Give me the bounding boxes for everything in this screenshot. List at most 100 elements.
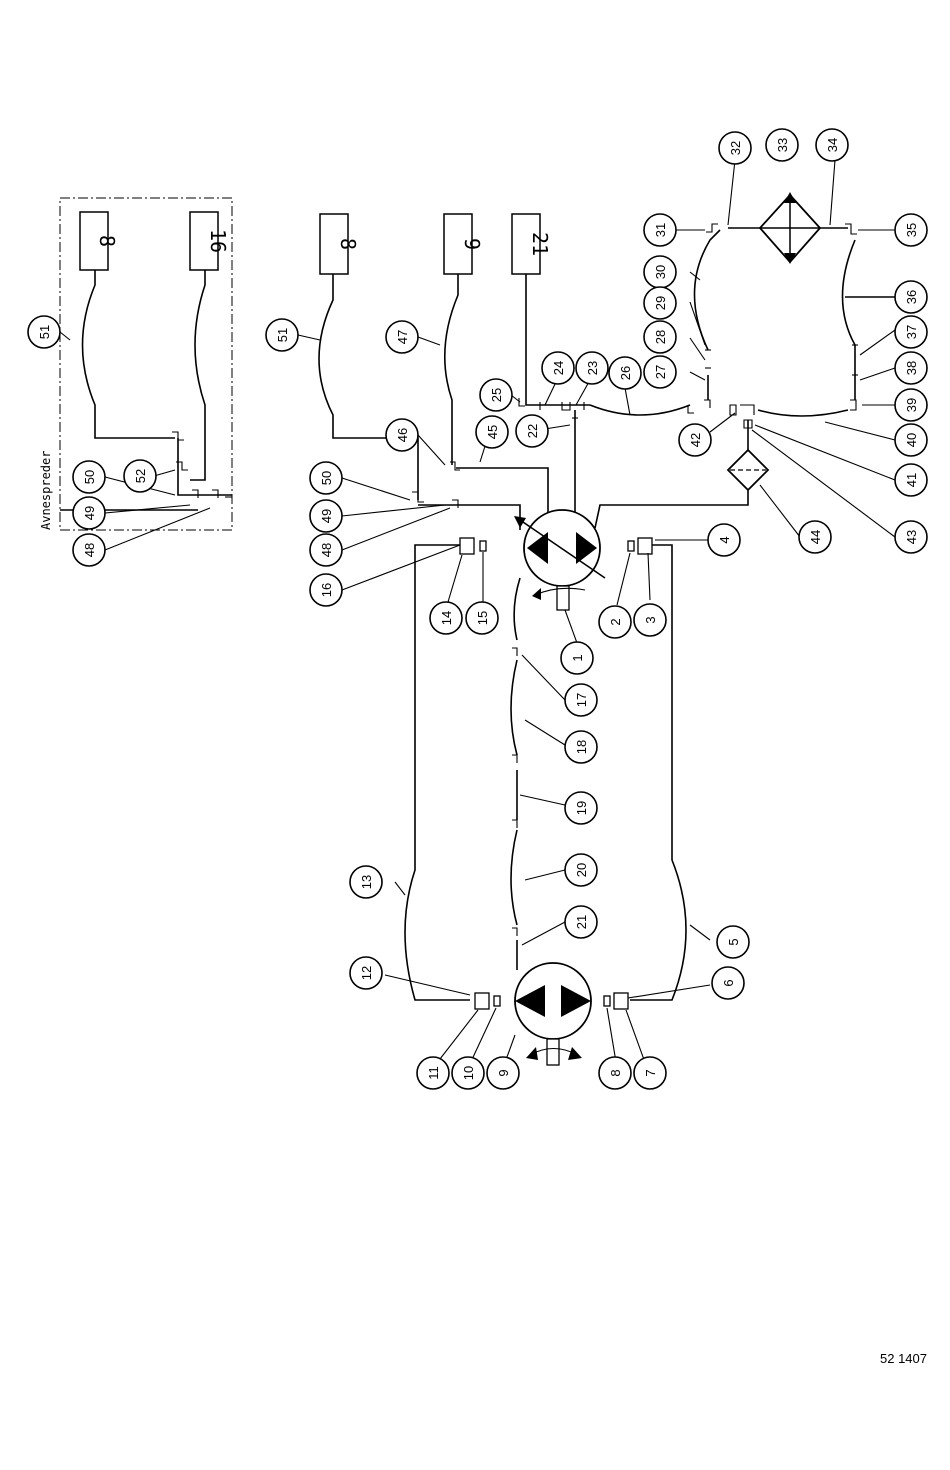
svg-text:34: 34 <box>825 138 840 152</box>
callout-37: 37 <box>895 316 927 348</box>
filter <box>728 450 768 490</box>
callout-24: 24 <box>542 352 574 384</box>
svg-text:1: 1 <box>570 654 585 661</box>
svg-text:48: 48 <box>319 543 334 557</box>
callout-7: 7 <box>634 1057 666 1089</box>
svg-text:40: 40 <box>904 433 919 447</box>
svg-text:5: 5 <box>726 938 741 945</box>
callout-17: 17 <box>565 684 597 716</box>
callout-inset-48: 48 <box>73 534 105 566</box>
svg-text:33: 33 <box>775 138 790 152</box>
svg-text:10: 10 <box>461 1066 476 1080</box>
callout-32: 32 <box>719 132 751 164</box>
svg-text:26: 26 <box>618 366 633 380</box>
svg-text:35: 35 <box>904 223 919 237</box>
callout-26: 26 <box>609 357 641 389</box>
svg-text:52: 52 <box>133 469 148 483</box>
callout-8: 8 <box>599 1057 631 1089</box>
callout-4: 4 <box>708 524 740 556</box>
svg-text:20: 20 <box>574 863 589 877</box>
callout-9: 9 <box>487 1057 519 1089</box>
svg-text:8: 8 <box>336 238 360 250</box>
callout-25: 25 <box>480 379 512 411</box>
callout-10: 10 <box>452 1057 484 1089</box>
svg-text:3: 3 <box>643 616 658 623</box>
svg-text:49: 49 <box>82 506 97 520</box>
pump-variable <box>514 510 605 610</box>
callout-19: 19 <box>565 792 597 824</box>
svg-text:19: 19 <box>574 801 589 815</box>
svg-text:45: 45 <box>485 425 500 439</box>
callout-31: 31 <box>644 214 676 246</box>
svg-text:51: 51 <box>275 328 290 342</box>
callout-30: 30 <box>644 256 676 288</box>
svg-text:47: 47 <box>395 330 410 344</box>
svg-text:25: 25 <box>489 388 504 402</box>
callout-inset-51: 51 <box>28 316 60 348</box>
svg-text:41: 41 <box>904 473 919 487</box>
svg-text:46: 46 <box>395 428 410 442</box>
svg-text:32: 32 <box>728 141 743 155</box>
svg-text:27: 27 <box>653 365 668 379</box>
main-box-9: 9 <box>444 214 484 274</box>
svg-text:43: 43 <box>904 530 919 544</box>
callout-20: 20 <box>565 854 597 886</box>
svg-text:15: 15 <box>475 611 490 625</box>
callout-6: 6 <box>712 967 744 999</box>
callout-inset-50: 50 <box>73 461 105 493</box>
svg-text:29: 29 <box>653 296 668 310</box>
svg-text:14: 14 <box>439 611 454 625</box>
callout-22: 22 <box>516 415 548 447</box>
svg-text:18: 18 <box>574 740 589 754</box>
callout-2: 2 <box>599 606 631 638</box>
svg-text:21: 21 <box>528 232 552 256</box>
svg-text:42: 42 <box>688 433 703 447</box>
main-box-8: 8 <box>320 214 360 274</box>
callout-28: 28 <box>644 321 676 353</box>
hydraulic-motor <box>515 963 591 1065</box>
main-box-21: 21 <box>512 214 552 274</box>
callout-3: 3 <box>634 604 666 636</box>
svg-text:36: 36 <box>904 290 919 304</box>
callout-12: 12 <box>350 957 382 989</box>
inset-box-8: 8 <box>80 212 119 270</box>
svg-text:16: 16 <box>319 583 334 597</box>
callout-35: 35 <box>895 214 927 246</box>
svg-text:30: 30 <box>653 265 668 279</box>
svg-text:17: 17 <box>574 693 589 707</box>
inset-box-16: 16 <box>190 212 230 270</box>
callout-14: 14 <box>430 602 462 634</box>
fittings <box>412 224 858 936</box>
svg-text:21: 21 <box>574 915 589 929</box>
callout-5: 5 <box>717 926 749 958</box>
callout-inset-52: 52 <box>124 460 156 492</box>
callout-33: 33 <box>766 129 798 161</box>
callout-40: 40 <box>895 424 927 456</box>
svg-text:39: 39 <box>904 398 919 412</box>
svg-text:23: 23 <box>585 361 600 375</box>
svg-text:7: 7 <box>643 1069 658 1076</box>
oil-cooler <box>760 192 820 264</box>
callout-44: 44 <box>799 521 831 553</box>
svg-text:22: 22 <box>525 424 540 438</box>
callout-18: 18 <box>565 731 597 763</box>
callout-49: 49 <box>310 500 342 532</box>
callout-39: 39 <box>895 389 927 421</box>
svg-text:48: 48 <box>82 543 97 557</box>
callout-27: 27 <box>644 356 676 388</box>
document-number: 52 1407 <box>880 1351 927 1366</box>
main-lines <box>225 228 855 1000</box>
svg-text:49: 49 <box>319 509 334 523</box>
callout-29: 29 <box>644 287 676 319</box>
svg-text:44: 44 <box>808 530 823 544</box>
svg-text:16: 16 <box>206 229 230 253</box>
svg-text:13: 13 <box>359 875 374 889</box>
callout-47: 47 <box>386 321 418 353</box>
svg-text:2: 2 <box>608 618 623 625</box>
svg-text:4: 4 <box>717 536 732 543</box>
callout-50: 50 <box>310 462 342 494</box>
callout-41: 41 <box>895 464 927 496</box>
svg-text:50: 50 <box>82 470 97 484</box>
callout-38: 38 <box>895 352 927 384</box>
